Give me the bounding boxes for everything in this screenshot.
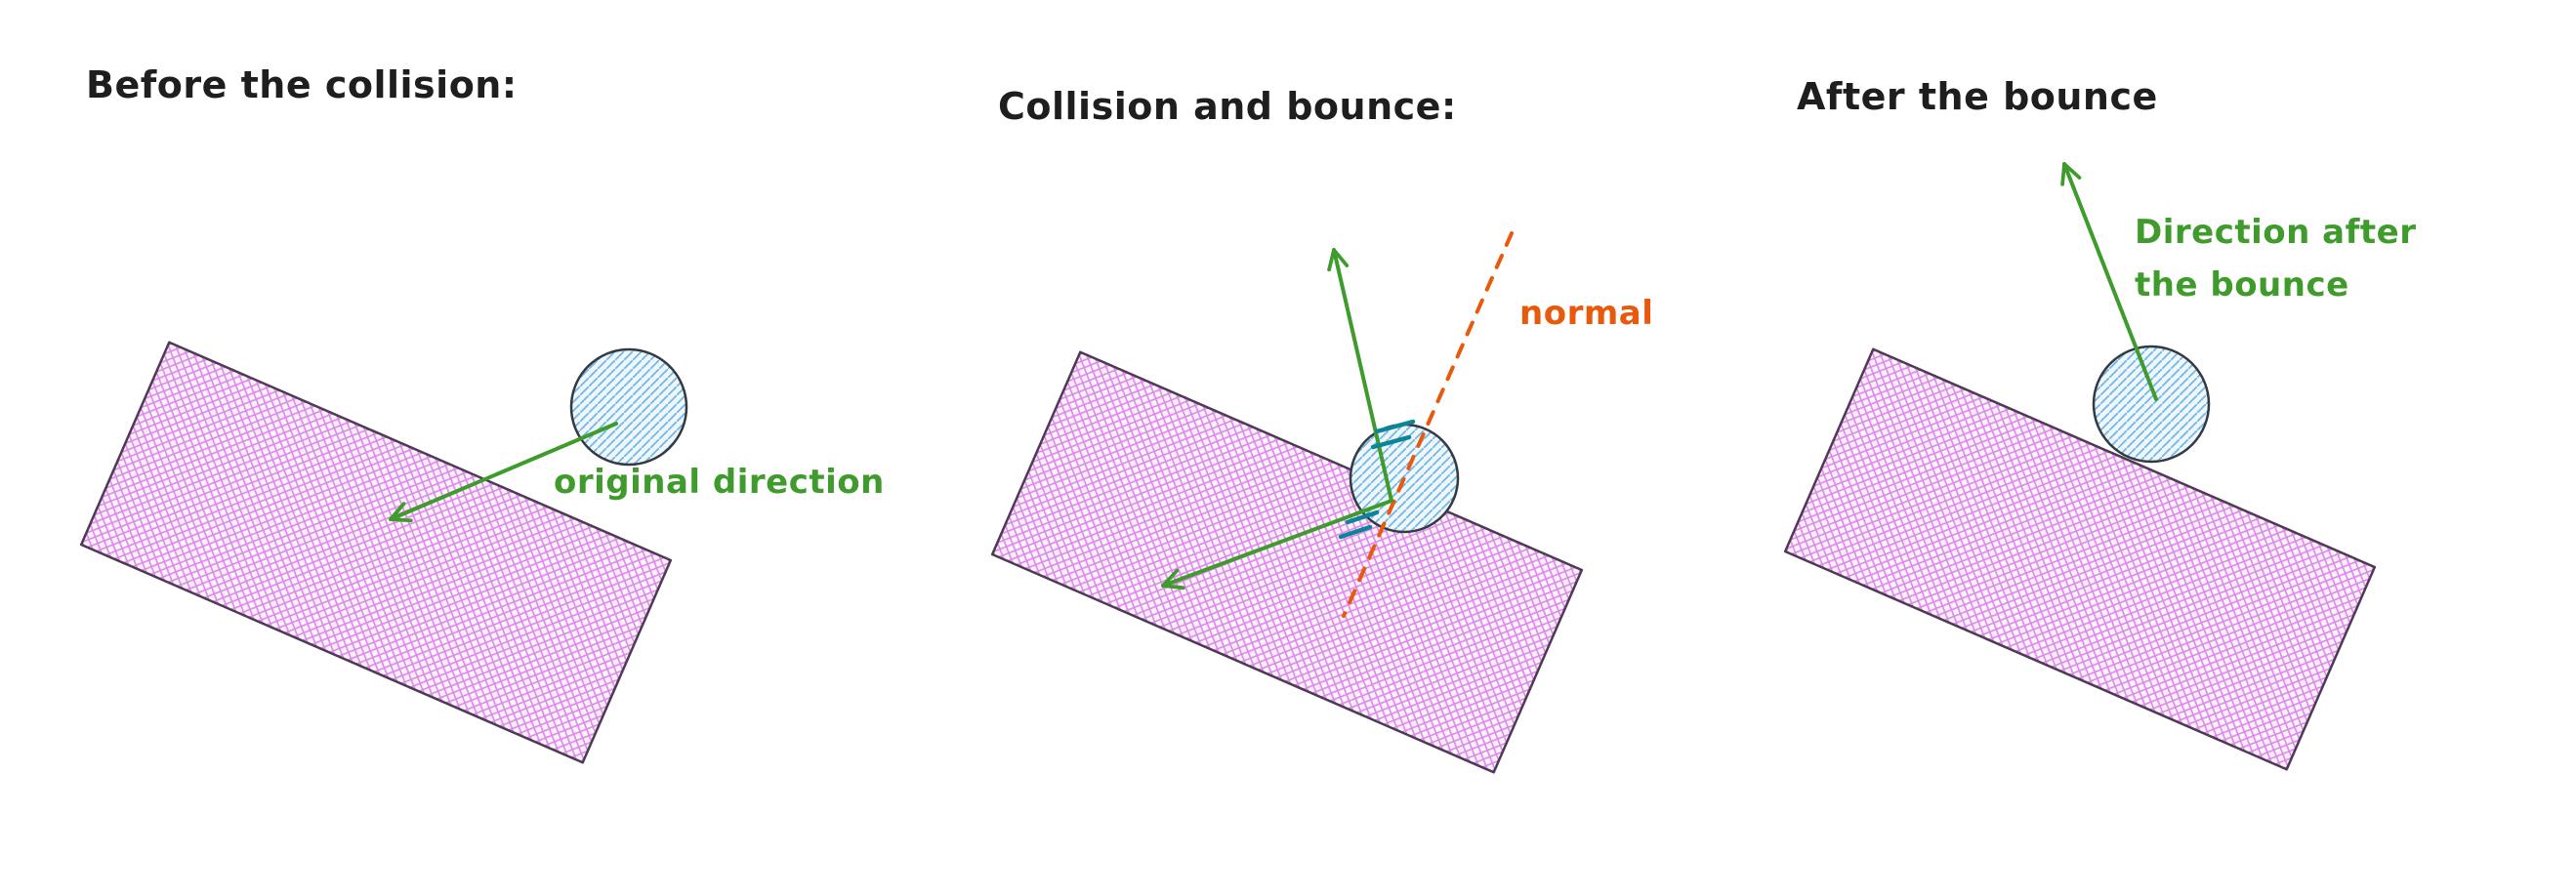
ball [2092, 345, 2211, 464]
after-bounce-label-line2: the bounce [2135, 265, 2349, 305]
after-bounce-label-line1: Direction after [2135, 213, 2416, 252]
panel-after-title: After the bounce [1797, 75, 2158, 118]
panel-after: After the bounce Direction after the bou… [1783, 75, 2416, 771]
panel-collision: Collision and bounce: normal [990, 85, 1653, 774]
angle-mark-upper-2 [1370, 434, 1412, 450]
surface-after-group [1783, 347, 2377, 771]
normal-label: normal [1519, 294, 1653, 333]
incoming-direction-arrow [1161, 499, 1393, 591]
angle-mark-lower-2 [1338, 524, 1373, 540]
original-direction-label: original direction [554, 463, 885, 502]
angle-mark-upper-1 [1374, 419, 1416, 434]
surface-block [79, 341, 673, 764]
surface-before-group [79, 341, 673, 764]
original-direction-arrow [389, 422, 618, 523]
surface-collision-group [990, 350, 1584, 774]
surface-block [990, 350, 1584, 774]
panel-before: Before the collision: original direction [79, 63, 885, 764]
ball [569, 347, 688, 467]
angle-marks [1338, 419, 1416, 540]
panel-before-title: Before the collision: [86, 63, 518, 106]
angle-mark-lower-1 [1345, 509, 1380, 525]
panel-collision-title: Collision and bounce: [998, 85, 1457, 128]
bounce-direction-arrow [1327, 248, 1393, 503]
after-bounce-direction-arrow [2060, 162, 2158, 401]
normal-line [1342, 231, 1514, 618]
surface-block [1783, 347, 2377, 771]
